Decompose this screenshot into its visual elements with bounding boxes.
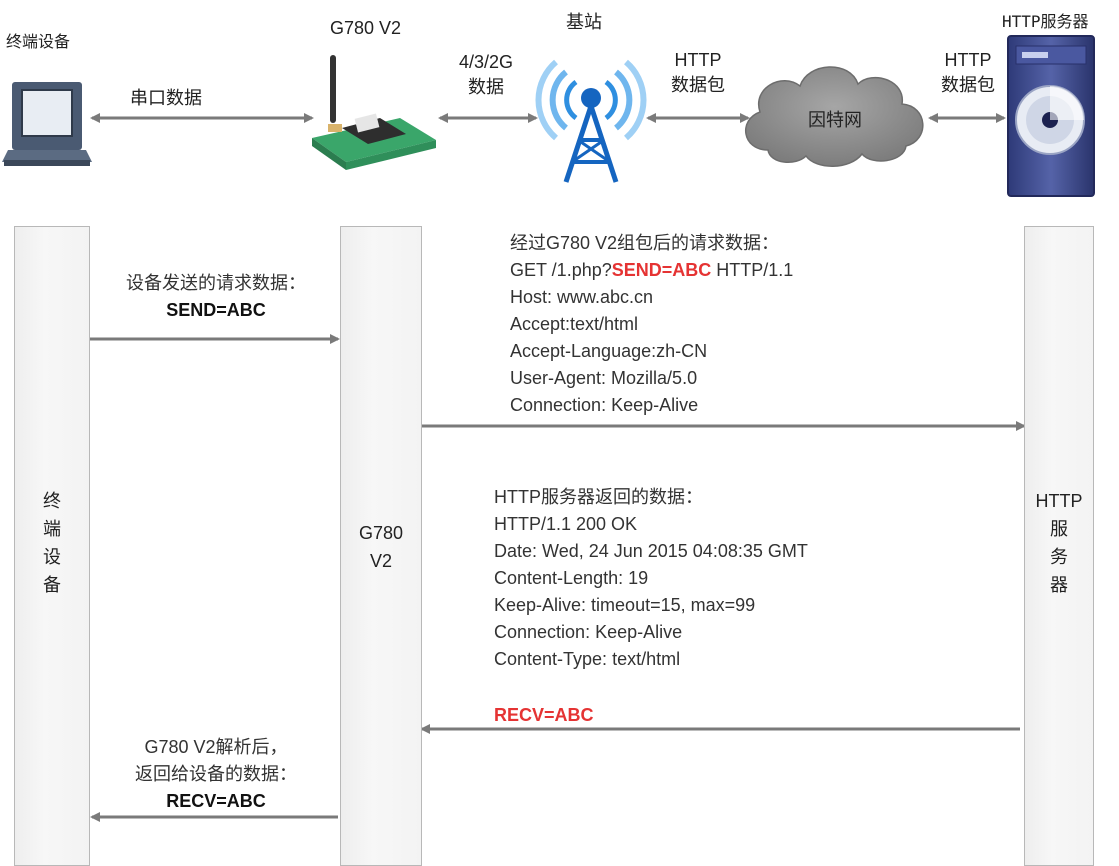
device-return-note: G780 V2解析后， 返回给设备的数据： RECV=ABC <box>96 734 336 815</box>
response-header-line: Keep-Alive: timeout=15, max=99 <box>494 595 756 615</box>
device-return-line3: RECV=ABC <box>166 791 266 811</box>
request-header-line: User-Agent: Mozilla/5.0 <box>510 368 698 388</box>
http-packet2-line1: HTTP <box>944 50 992 70</box>
http-packet-line1: HTTP <box>674 50 722 70</box>
http-packet-label: HTTP 数据包 <box>648 50 748 97</box>
device-return-line2: 返回给设备的数据： <box>135 764 297 784</box>
request-get-line: GET /1.php?SEND=ABC HTTP/1.1 <box>510 257 793 284</box>
response-header-line: HTTP/1.1 200 OK <box>494 514 638 534</box>
response-body-highlight: RECV=ABC <box>494 705 594 725</box>
device-return-line1: G780 V2解析后， <box>144 737 288 757</box>
lane-terminal-char: 备 <box>43 575 61 595</box>
response-header-line: Content-Type: text/html <box>494 649 681 669</box>
lane-g780-line: V2 <box>369 551 393 571</box>
http-packet-label-2: HTTP 数据包 <box>926 50 1010 97</box>
response-header-line: Content-Length: 19 <box>494 568 649 588</box>
http-server-label: HTTP服务器 <box>1002 12 1089 31</box>
response-header-line: Connection: Keep-Alive <box>494 622 683 642</box>
base-station-label: 基站 <box>566 12 602 32</box>
lane-terminal-char: 设 <box>43 547 61 567</box>
request-header-line: Accept:text/html <box>510 314 639 334</box>
lane-terminal-char: 端 <box>43 519 61 539</box>
request-get-suffix: HTTP/1.1 <box>711 260 794 280</box>
response-header-line: Date: Wed, 24 Jun 2015 04:08:35 GMT <box>494 541 808 561</box>
lane-terminal: 终 端 设 备 <box>14 226 90 866</box>
lane-server-line: 器 <box>1050 575 1068 595</box>
request-header-line: Accept-Language:zh-CN <box>510 341 708 361</box>
internet-label: 因特网 <box>808 110 862 130</box>
request-get-prefix: GET /1.php? <box>510 260 612 280</box>
cellular-line1: 4/3/2G <box>458 52 514 72</box>
g780-modem-icon <box>312 55 436 170</box>
http-packet2-line2: 数据包 <box>941 75 995 95</box>
device-send-line2: SEND=ABC <box>166 300 266 320</box>
response-title: HTTP服务器返回的数据： <box>494 487 703 507</box>
request-header-line: Connection: Keep-Alive <box>510 395 699 415</box>
lane-terminal-char: 终 <box>43 491 61 511</box>
terminal-label: 终端设备 <box>6 32 71 51</box>
lane-server-line: 务 <box>1050 547 1068 567</box>
request-get-highlight: SEND=ABC <box>611 260 712 280</box>
internet-cloud-icon <box>744 66 924 167</box>
http-response-block: HTTP服务器返回的数据： HTTP/1.1 200 OK Date: Wed,… <box>494 484 808 673</box>
lane-g780-line: G780 <box>358 523 404 543</box>
lane-server: HTTP 服 务 器 <box>1024 226 1094 866</box>
lane-server-line: 服 <box>1050 519 1068 539</box>
request-header-line: Host: www.abc.cn <box>510 287 654 307</box>
g780-label: G780 V2 <box>330 18 402 38</box>
lane-server-line: HTTP <box>1035 491 1083 511</box>
lane-g780: G780 V2 <box>340 226 422 866</box>
http-packet-line2: 数据包 <box>671 75 725 95</box>
cellular-data-label: 4/3/2G 数据 <box>436 52 536 99</box>
computer-terminal-icon <box>2 82 92 166</box>
device-send-note: 设备发送的请求数据： SEND=ABC <box>96 270 336 324</box>
http-request-block: 经过G780 V2组包后的请求数据： GET /1.php?SEND=ABC H… <box>510 230 793 419</box>
http-server-icon <box>1007 35 1095 197</box>
device-send-line1: 设备发送的请求数据： <box>126 273 306 293</box>
request-title: 经过G780 V2组包后的请求数据： <box>510 233 780 253</box>
cellular-line2: 数据 <box>468 77 504 97</box>
serial-data-label: 串口数据 <box>130 88 202 108</box>
sequence-arrows <box>90 334 1026 822</box>
cell-tower-icon <box>535 59 647 183</box>
